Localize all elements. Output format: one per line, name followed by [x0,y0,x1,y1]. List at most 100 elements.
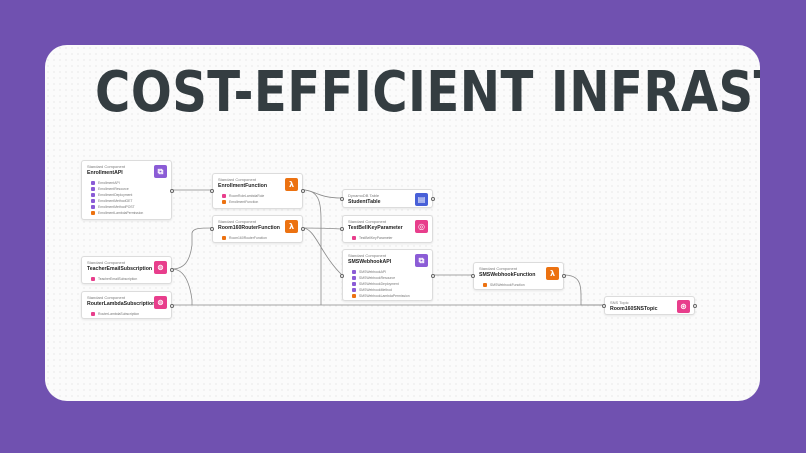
output-port[interactable] [562,274,566,278]
node-testbell-key-parameter[interactable]: Standard Component TestBellKeyParameter … [340,215,433,243]
node-title: TestBellKeyParameter [348,225,403,231]
subscription-icon: ⊜ [154,261,167,274]
output-port[interactable] [301,189,305,193]
resource-color-square [352,294,356,298]
output-port[interactable] [301,227,305,231]
node-title: Room160RouterFunction [218,225,280,231]
node-teacher-email-subscription[interactable]: Standard Component TeacherEmailSubscript… [81,256,174,284]
input-port[interactable] [340,197,344,201]
node-title: TeacherEmailSubscription [87,266,153,272]
resource-color-square [222,194,226,198]
node-category: DynamoDB Table [348,193,380,198]
node-title: EnrollmentAPI [87,170,123,176]
input-port[interactable] [340,227,344,231]
resource-color-square [352,282,356,286]
node-enrollment-function[interactable]: Standard Component EnrollmentFunction λ … [210,173,305,209]
dynamodb-icon: ▤ [415,193,428,206]
resource-list: TeacherEmailSubscription [91,276,166,282]
output-port[interactable] [170,268,174,272]
node-title: SMSWebhookFunction [479,272,536,278]
resource-item: EnrollmentLambdaPermission [91,210,166,216]
resource-item: EnrollmentMethodGET [91,198,166,204]
input-port[interactable] [210,227,214,231]
node-title: EnrollmentFunction [218,183,267,189]
resource-item: TestBellKeyParameter [352,235,427,241]
input-port[interactable] [210,189,214,193]
output-port[interactable] [431,274,435,278]
node-category: Standard Component [87,164,126,169]
node-sms-webhook-function[interactable]: Standard Component SMSWebhookFunction λ … [471,262,566,290]
node-router-lambda-subscription[interactable]: Standard Component RouterLambdaSubscript… [81,291,174,319]
resource-item: SMSWebhookLambdaPermission [352,293,427,299]
resource-color-square [91,211,95,215]
node-student-table[interactable]: DynamoDB Table StudentTable ▤ [340,189,435,208]
resource-item: SMSWebhookAPI [352,269,427,275]
resource-color-square [352,270,356,274]
resource-item: SMSWebhookFunction [483,282,558,288]
resource-color-square [222,236,226,240]
connector-routerfunction-smswebhookapi [302,227,343,276]
node-room160-router-function[interactable]: Standard Component Room160RouterFunction… [210,215,305,243]
resource-item: EnrollmentFunction [222,199,297,205]
resource-color-square [483,283,487,287]
resource-list: SMSWebhookFunction [483,282,558,288]
resource-color-square [222,200,226,204]
resource-item: RoomRoleLambdaRole [222,193,297,199]
resource-color-square [91,193,95,197]
connector-enrollmentfunction-smswebhookapi [302,189,322,305]
input-port[interactable] [471,274,475,278]
resource-color-square [91,312,95,316]
node-enrollment-api[interactable]: Standard Component EnrollmentAPI ⧉ Enrol… [81,160,174,220]
input-port[interactable] [340,274,344,278]
output-port[interactable] [170,304,174,308]
connection-lines [171,189,604,306]
node-title: RouterLambdaSubscription [87,301,156,307]
node-category: Standard Component [87,260,126,265]
resource-list: TestBellKeyParameter [352,235,427,241]
connector-teacheremail-router [171,227,213,270]
lambda-icon: λ [285,220,298,233]
page-title: COST-EFFICIENT INFRASTRUCTURE [95,60,760,125]
connector-smsfunction-snstopic [563,274,604,306]
parameter-icon: ◎ [415,220,428,233]
input-port[interactable] [602,304,606,308]
resource-item: EnrollmentMethodPOST [91,204,166,210]
resource-item: TeacherEmailSubscription [91,276,166,282]
resource-color-square [91,181,95,185]
node-room160-sns-topic[interactable]: SNS Topic Room160SNSTopic ⊛ [602,296,697,315]
resource-item: SMSWebhookResource [352,275,427,281]
node-title: Room160SNSTopic [610,306,658,312]
lambda-icon: λ [546,267,559,280]
node-category: Standard Component [479,266,518,271]
node-category: SNS Topic [610,300,629,305]
resource-item: SMSWebhookDeployment [352,281,427,287]
resource-list: RouterLambdaSubscription [91,311,166,317]
resource-color-square [91,187,95,191]
output-port[interactable] [431,197,435,201]
api-gateway-icon: ⧉ [415,254,428,267]
node-category: Standard Component [348,253,387,258]
node-title: StudentTable [348,199,381,205]
subscription-icon: ⊜ [154,296,167,309]
diagram-card: COST-EFFICIENT INFRASTRUCTURE Standard C… [45,45,760,401]
sns-topic-icon: ⊛ [677,300,690,313]
connector-teacheremail-snstopic [171,268,193,305]
resource-color-square [352,236,356,240]
output-port[interactable] [170,189,174,193]
resource-list: EnrollmentAPI EnrollmentResource Enrollm… [91,180,166,216]
resource-list: SMSWebhookAPI SMSWebhookResource SMSWebh… [352,269,427,299]
resource-color-square [352,288,356,292]
resource-color-square [91,205,95,209]
connector-routerfunction-testbell [302,227,343,230]
resource-list: RoomRoleLambdaRole EnrollmentFunction [222,193,297,205]
node-sms-webhook-api[interactable]: Standard Component SMSWebhookAPI ⧉ SMSWe… [340,249,435,301]
connector-enrollmentfunction-studenttable [302,189,343,199]
node-category: Standard Component [218,219,257,224]
output-port[interactable] [693,304,697,308]
node-category: Standard Component [348,219,387,224]
api-gateway-icon: ⧉ [154,165,167,178]
resource-item: EnrollmentDeployment [91,192,166,198]
resource-item: SMSWebhookMethod [352,287,427,293]
lambda-icon: λ [285,178,298,191]
node-title: SMSWebhookAPI [348,259,392,265]
